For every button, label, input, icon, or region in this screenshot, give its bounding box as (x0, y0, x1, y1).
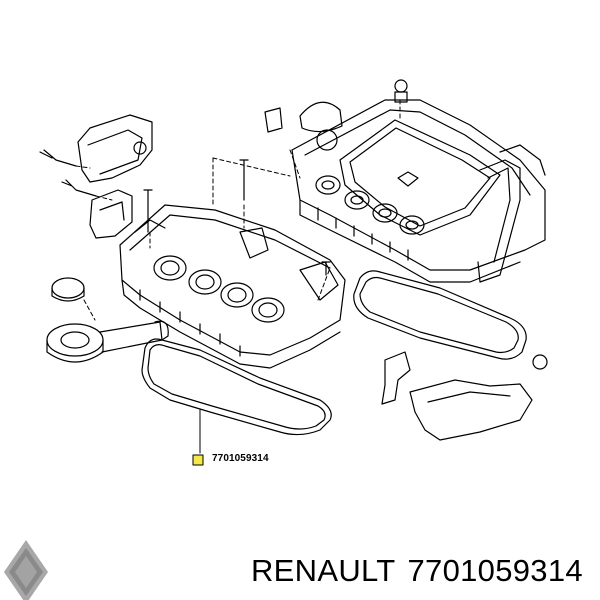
footer-caption: RENAULT 7701059314 (251, 553, 595, 589)
renault-diamond-logo (4, 540, 48, 600)
heat-shield (381, 351, 548, 441)
timing-cover-parts (77, 114, 153, 239)
leader-lines (75, 99, 401, 321)
lower-valve-cover (119, 204, 346, 369)
upper-valve-cover (264, 79, 546, 283)
callout-marker (192, 454, 204, 466)
valve-cover-gasket-left (141, 338, 332, 436)
valve-cover-gasket-right (353, 270, 527, 360)
oil-filler-cap (46, 277, 169, 363)
brand-name: RENAULT (251, 553, 396, 588)
bolts (39, 149, 331, 276)
part-callout-label: 7701059314 (212, 453, 269, 464)
footer-part-number: 7701059314 (407, 553, 583, 588)
